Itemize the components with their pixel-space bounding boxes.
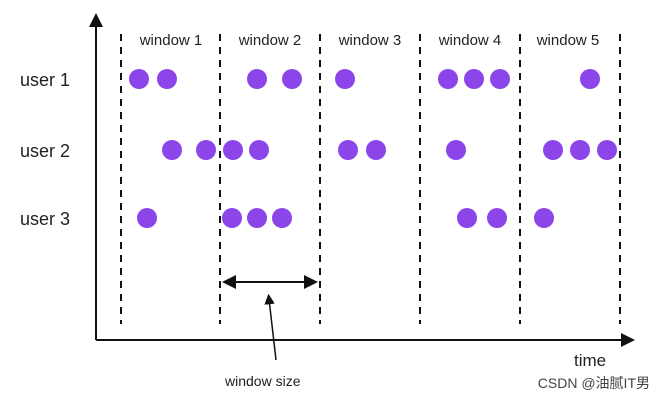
- window-label: window 1: [139, 32, 203, 49]
- event-dot: [534, 208, 554, 228]
- event-dot: [457, 208, 477, 228]
- event-dot: [446, 140, 466, 160]
- window-label: window 3: [338, 32, 402, 49]
- event-dot: [366, 140, 386, 160]
- watermark: CSDN @油腻IT男: [538, 375, 650, 391]
- event-dot: [157, 69, 177, 89]
- window-label: window 5: [536, 32, 600, 49]
- event-dot: [249, 140, 269, 160]
- event-dot: [282, 69, 302, 89]
- window-size-annotation: window size: [222, 275, 318, 389]
- user-label: user 2: [20, 141, 70, 161]
- event-dot: [247, 208, 267, 228]
- event-dot: [223, 140, 243, 160]
- event-dot: [490, 69, 510, 89]
- event-dot: [464, 69, 484, 89]
- event-dot: [247, 69, 267, 89]
- event-dot: [335, 69, 355, 89]
- event-dot: [438, 69, 458, 89]
- window-label: window 2: [238, 32, 302, 49]
- event-dot: [162, 140, 182, 160]
- user-label: user 1: [20, 70, 70, 90]
- event-dot: [543, 140, 563, 160]
- user-label: user 3: [20, 209, 70, 229]
- window-boundaries: [120, 34, 621, 324]
- event-dot: [580, 69, 600, 89]
- window-size-label: window size: [224, 373, 301, 389]
- event-dot: [597, 140, 617, 160]
- event-dot: [222, 208, 242, 228]
- window-label: window 4: [438, 32, 502, 49]
- window-size-pointer: [264, 293, 277, 361]
- event-dots: [129, 69, 617, 228]
- event-dot: [272, 208, 292, 228]
- event-dot: [137, 208, 157, 228]
- event-dot: [570, 140, 590, 160]
- window-labels: window 1 window 2 window 3 window 4 wind…: [139, 32, 600, 49]
- x-axis-label: time: [574, 351, 606, 370]
- event-dot: [196, 140, 216, 160]
- user-labels: user 1 user 2 user 3: [20, 70, 70, 229]
- event-dot: [338, 140, 358, 160]
- event-dot: [487, 208, 507, 228]
- event-dot: [129, 69, 149, 89]
